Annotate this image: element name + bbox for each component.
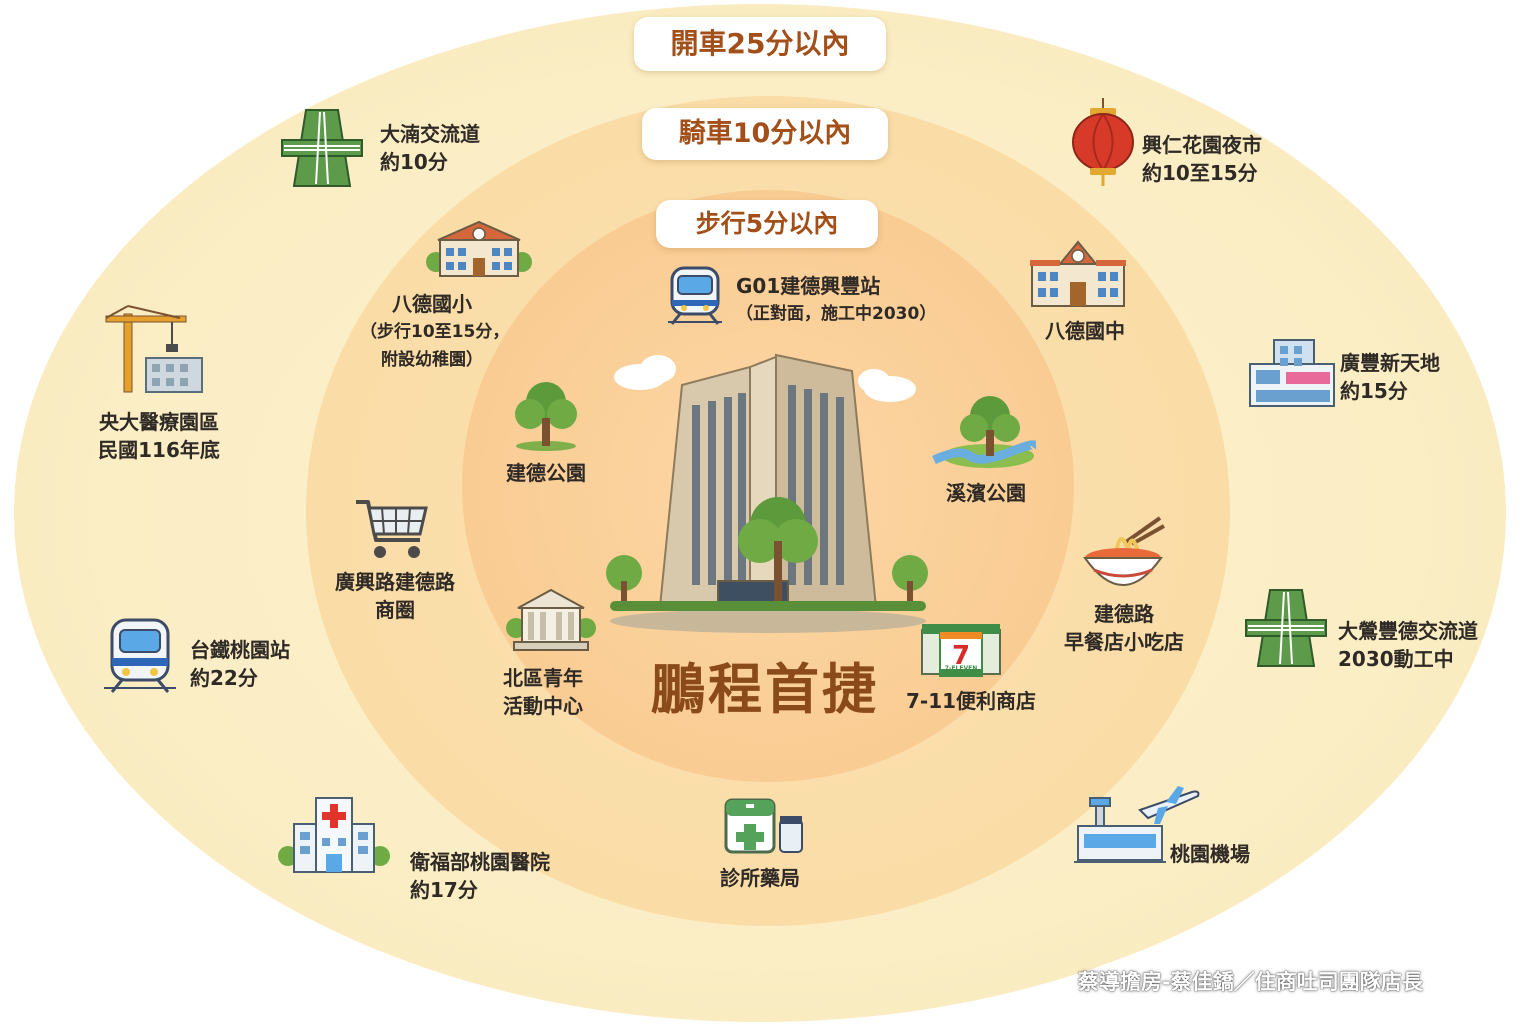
museum-icon <box>506 588 596 651</box>
highway-icon <box>281 109 363 187</box>
rail-station-label: 台鐵桃園站 約22分 <box>190 638 290 690</box>
seven-logo-text: 7-ELEVEN <box>945 665 977 672</box>
mall-icon <box>1249 339 1335 407</box>
tree-icon <box>515 382 577 451</box>
bike-zone-label: 騎車10分以內 <box>642 108 888 160</box>
hospital-icon <box>278 797 390 873</box>
drive-zone-label: 開車25分以內 <box>634 17 886 71</box>
pharmacy-icon <box>724 798 803 854</box>
project-name: 鵬程首捷 <box>651 657 879 721</box>
shopping-cart-icon <box>356 500 428 558</box>
creek-park-label: 溪濱公園 <box>946 481 1026 505</box>
airport-label: 桃園機場 <box>1170 842 1250 866</box>
hospital-label: 衛福部桃園醫院 約17分 <box>410 850 550 902</box>
seven-eleven-icon: 7 7-ELEVEN <box>921 624 1001 677</box>
school-icon <box>1030 240 1126 307</box>
night-market-label: 興仁花園夜市 約10至15分 <box>1142 133 1262 185</box>
watermark: 蔡導擔房-蔡佳鐈／住商吐司團隊店長 <box>1078 970 1423 994</box>
breakfast-label: 建德路 早餐店小吃店 <box>1064 602 1184 654</box>
dadi-interchange-label: 大湳交流道 約10分 <box>380 122 480 174</box>
park-label: 建德公園 <box>506 461 586 485</box>
dayingfeng-interchange-label: 大鶯豐德交流道 2030動工中 <box>1338 619 1478 671</box>
noodle-bowl-icon <box>1083 516 1165 586</box>
creek-park-icon <box>932 396 1036 468</box>
cloud-icon <box>614 355 916 402</box>
airplane-icon <box>1074 786 1200 863</box>
walk-zone-label: 步行5分以內 <box>656 200 878 248</box>
medical-park-label: 央大醫療園區 民國116年底 <box>98 410 220 462</box>
building-icon <box>606 353 928 633</box>
station-label: G01建德興豐站 （正對面，施工中2030） <box>736 274 937 324</box>
crane-icon <box>105 305 203 393</box>
highway-icon <box>1245 589 1327 667</box>
train-icon <box>668 266 722 325</box>
clinic-label: 診所藥局 <box>720 866 800 890</box>
elementary-school-label: 八德國小 （步行10至15分， 附設幼稚園） <box>360 292 510 370</box>
train-icon <box>104 618 176 693</box>
lantern-icon <box>1072 98 1134 186</box>
junior-high-label: 八德國中 <box>1045 319 1125 343</box>
seven-eleven-label: 7-11便利商店 <box>906 689 1037 713</box>
guangfeng-label: 廣豐新天地 約15分 <box>1340 351 1440 403</box>
youth-center-label: 北區青年 活動中心 <box>503 666 583 718</box>
shopping-district-label: 廣興路建德路 商圈 <box>335 570 455 622</box>
school-icon <box>426 220 532 277</box>
svg-text:7: 7 <box>952 641 970 671</box>
